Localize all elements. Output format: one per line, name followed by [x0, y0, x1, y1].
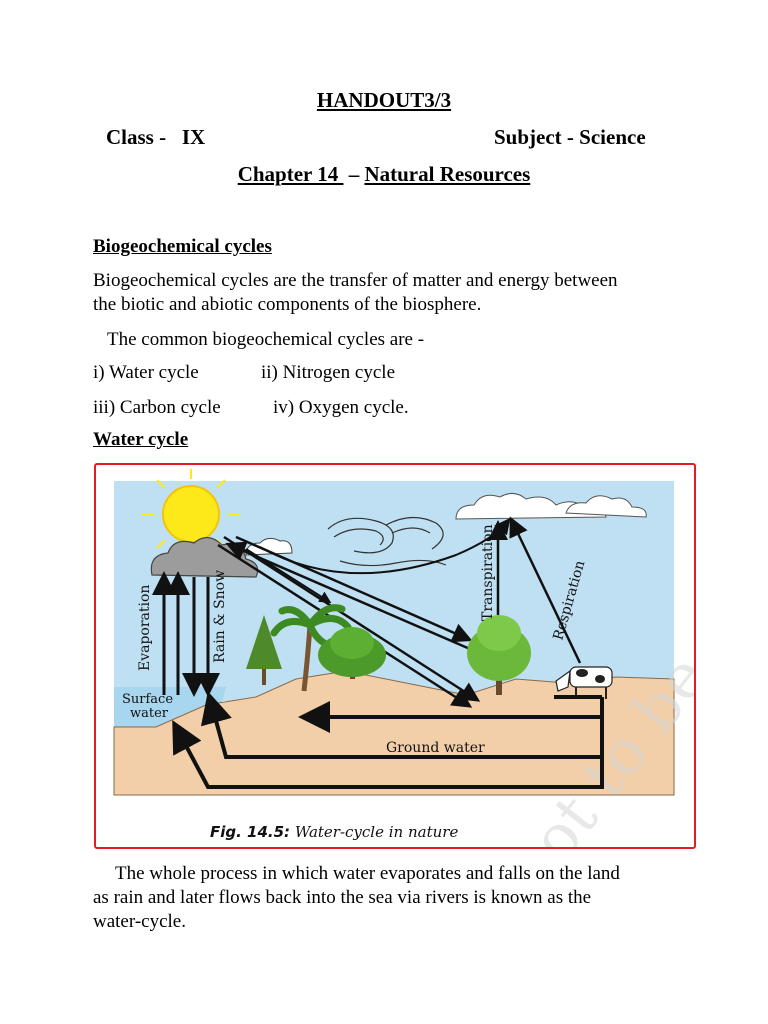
section-heading-water-cycle: Water cycle	[93, 429, 188, 451]
para-line-1: Biogeochemical cycles are the transfer o…	[93, 269, 618, 293]
caption-fig-number: Fig. 14.5:	[210, 823, 290, 841]
cycle-item-nitrogen: ii) Nitrogen cycle	[261, 361, 395, 385]
closing-line-1: The whole process in which water evapora…	[115, 862, 620, 886]
label-surface: Surface	[122, 692, 173, 707]
class-label: Class - IX	[106, 125, 205, 150]
label-rain-snow: Rain & Snow	[212, 570, 228, 663]
cycle-item-water: i) Water cycle	[93, 361, 199, 385]
chapter-dash: –	[349, 162, 360, 186]
figure-water-cycle: not to be © NCERT	[94, 463, 696, 849]
label-transpiration: Transpiration	[480, 524, 496, 621]
subject-label: Subject - Science	[494, 125, 646, 150]
figure-caption: Fig. 14.5: Water-cycle in nature	[210, 823, 458, 841]
chapter-number: Chapter 14	[238, 162, 344, 186]
cycle-item-oxygen: iv) Oxygen cycle.	[273, 396, 409, 420]
cycle-item-carbon: iii) Carbon cycle	[93, 396, 221, 420]
closing-line-3: water-cycle.	[93, 910, 186, 934]
chapter-title: Natural Resources	[364, 162, 530, 186]
label-ground-water: Ground water	[386, 740, 485, 756]
para-line-2: the biotic and abiotic components of the…	[93, 293, 481, 317]
label-water: water	[130, 706, 169, 721]
caption-text: Water-cycle in nature	[290, 823, 458, 841]
section-heading-biogeochemical: Biogeochemical cycles	[93, 236, 272, 258]
handout-title: HANDOUT3/3	[0, 88, 768, 113]
cycles-intro: The common biogeochemical cycles are -	[107, 328, 424, 352]
label-evaporation: Evaporation	[137, 585, 153, 671]
closing-line-2: as rain and later flows back into the se…	[93, 886, 591, 910]
water-cycle-diagram: not to be © NCERT	[96, 465, 694, 847]
chapter-heading: Chapter 14 – Natural Resources	[0, 162, 768, 187]
